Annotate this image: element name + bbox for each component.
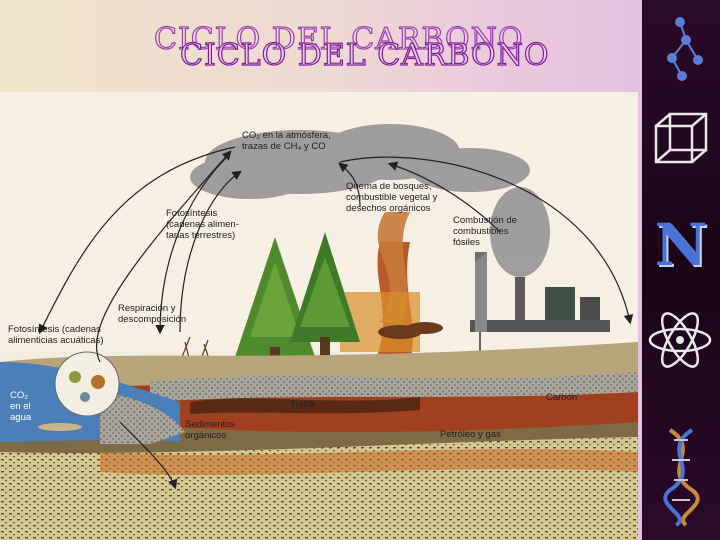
label-fossil-combustion: Combustión de combustibles fósiles bbox=[453, 215, 517, 248]
slide-title: CICLO DEL CARBONO CICLO DEL CARBONO bbox=[150, 21, 550, 88]
flow-arrows bbox=[38, 146, 634, 490]
label-photosynthesis-water: Fotosíntesis (cadenas alimenticias acuát… bbox=[8, 324, 104, 346]
label-photosynthesis-land: Fotosíntesis (cadenas alimen- tarias ter… bbox=[166, 208, 239, 241]
atom-icon bbox=[648, 312, 712, 368]
cube-icon bbox=[654, 112, 708, 164]
nitrogen-letter: N bbox=[654, 211, 708, 279]
label-organic-sediments: Sedimentos orgánicos bbox=[185, 419, 236, 441]
cloud-shape bbox=[190, 124, 550, 277]
label-atmosphere: CO₂ en la atmósfera, trazas de CH₄ y CO bbox=[242, 130, 331, 152]
molecule-icon bbox=[667, 17, 703, 81]
label-burning: Quema de bosques, combustible vegetal y … bbox=[346, 181, 438, 214]
decorative-sidebar: N bbox=[642, 0, 720, 540]
label-oil-gas: Petróleo y gas bbox=[440, 429, 501, 440]
label-co2-water: CO₂ en el agua bbox=[10, 390, 32, 423]
title-text: CICLO DEL CARBONO bbox=[179, 37, 550, 73]
title-shadow: CICLO DEL CARBONO bbox=[153, 21, 524, 57]
label-peat: Turba bbox=[290, 399, 315, 410]
dna-icon bbox=[663, 428, 700, 527]
label-respiration: Respiración y descomposición bbox=[118, 303, 187, 325]
label-coal: Carbón bbox=[546, 392, 578, 403]
carbon-cycle-diagram: CO₂ en la atmósfera, trazas de CH₄ y CO … bbox=[0, 92, 638, 540]
factory-shape bbox=[470, 252, 610, 332]
nitrogen-letter-icon: N bbox=[642, 205, 720, 285]
diagram-illustration bbox=[0, 92, 638, 540]
